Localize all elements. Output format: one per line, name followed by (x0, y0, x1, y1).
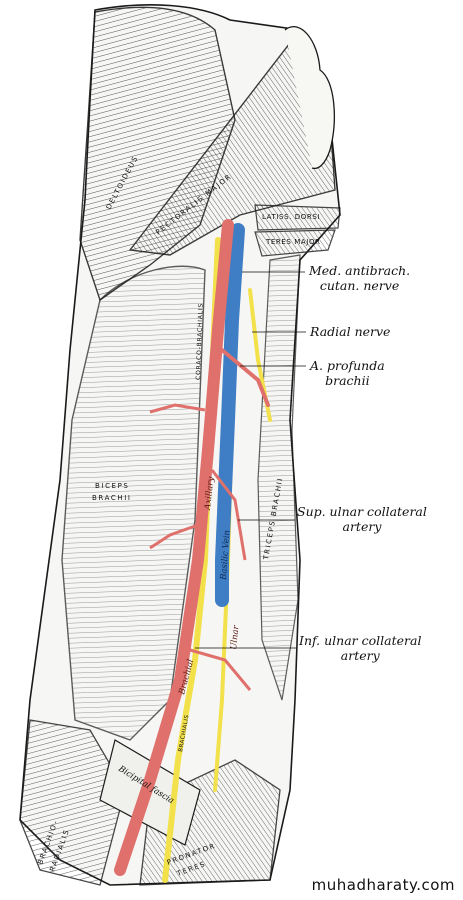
label-coraco-brachialis: CORACO-BRACHIALIS (195, 303, 205, 380)
watermark-text: muhadharaty.com (311, 876, 455, 894)
pectoralis-cut-end (284, 26, 335, 170)
label-biceps: BICEPS (95, 482, 129, 490)
callout-line: brachii (325, 373, 370, 388)
callout-med-antibrach-cutan-nerve: Med. antibrach. cutan. nerve (309, 263, 410, 293)
muscular-branch-left-2 (149, 523, 199, 550)
callout-profunda-brachii: A. profunda brachii (310, 358, 385, 388)
callout-line: Inf. ulnar collateral (299, 633, 422, 648)
muscular-branch-left-1 (149, 403, 206, 414)
biceps-brachii-muscle (61, 265, 206, 741)
teres-major-muscle (254, 229, 336, 257)
sup-ulnar-collateral-artery (210, 469, 247, 561)
label-brachii: BRACHII (92, 494, 132, 502)
callout-radial-nerve: Radial nerve (310, 324, 390, 339)
basilic-vein (215, 223, 245, 607)
label-teres-major: TERES MAJOR (265, 238, 321, 246)
brachial-artery (114, 219, 234, 876)
callout-line: Sup. ulnar collateral (297, 504, 427, 519)
callout-sup-ulnar-collateral: Sup. ulnar collateral artery (297, 504, 427, 534)
profunda-brachii-artery (220, 348, 270, 407)
callout-line: artery (340, 648, 380, 663)
callout-inf-ulnar-collateral: Inf. ulnar collateral artery (299, 633, 421, 663)
label-axillary: Axillary (203, 476, 217, 511)
label-ulnar: Ulnar (229, 624, 242, 650)
callout-line: A. profunda (310, 358, 385, 373)
latissimus-dorsi-muscle (254, 204, 341, 231)
callout-line: Radial nerve (310, 324, 391, 339)
callout-line: artery (342, 519, 382, 534)
brachioradialis-muscle (19, 719, 126, 886)
label-latissimus-dorsi: LATISS. DORSI (262, 213, 320, 221)
callout-line: Med. antibrach. (309, 263, 411, 278)
label-basilic-vein: Basilic Vein (219, 530, 233, 581)
callout-line: cutan. nerve (319, 278, 400, 293)
inf-ulnar-collateral-artery (189, 648, 252, 691)
